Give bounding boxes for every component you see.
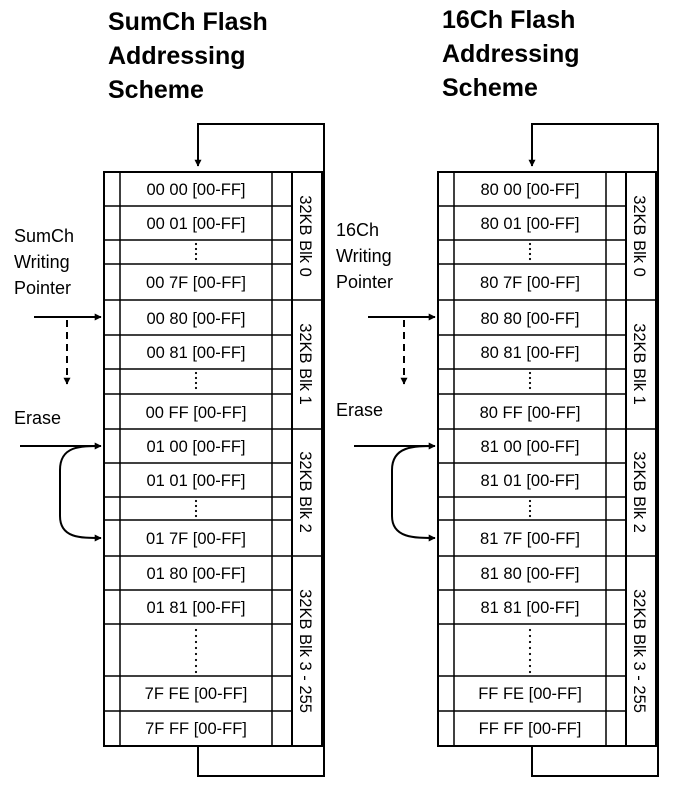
sumch-cell-8: 01 7F [00-FF] — [146, 530, 246, 548]
sumch-block-column — [291, 171, 323, 747]
sumch-erase-range-arrow — [59, 445, 102, 542]
16ch-title-line-2: Addressing — [442, 40, 580, 68]
sumch-cell-1: 00 01 [00-FF] — [146, 215, 245, 233]
16ch-title-line-1: 16Ch Flash — [442, 6, 575, 34]
sumch-cell-12: 7F FF [00-FF] — [145, 720, 247, 738]
sumch-cell-5: 00 FF [00-FF] — [146, 404, 247, 422]
16ch-block-label-0: 32KB Blk 0 — [630, 195, 648, 277]
16ch-erase-label: Erase — [336, 400, 383, 420]
16ch-cell-10: 81 81 [00-FF] — [480, 599, 579, 617]
16ch-cell-3: 80 80 [00-FF] — [480, 310, 579, 328]
sumch-block-label-3: 32KB Blk 3 - 255 — [296, 589, 314, 713]
sumch-cell-6: 01 00 [00-FF] — [146, 438, 245, 456]
16ch-cell-2: 80 7F [00-FF] — [480, 274, 580, 292]
sumch-title-line-3: Scheme — [108, 76, 204, 104]
sumch-cell-4: 00 81 [00-FF] — [146, 344, 245, 362]
sumch-title-line-2: Addressing — [108, 42, 246, 70]
16ch-cell-1: 80 01 [00-FF] — [480, 215, 579, 233]
sumch-title-line-1: SumCh Flash — [108, 8, 268, 36]
sumch-ellipsis-dots — [194, 242, 198, 674]
sumch-pointer-line-2: Writing — [14, 252, 70, 272]
16ch-cell-12: FF FF [00-FF] — [479, 720, 582, 738]
sumch-pointer-line-3: Pointer — [14, 278, 71, 298]
sumch-diagram: SumCh Flash Addressing Scheme — [14, 8, 325, 777]
16ch-erase-range-arrow — [391, 445, 436, 542]
16ch-cell-7: 81 01 [00-FF] — [480, 472, 579, 490]
sumch-cell-7: 01 01 [00-FF] — [146, 472, 245, 490]
sumch-cell-11: 7F FE [00-FF] — [145, 685, 248, 703]
sumch-cell-3: 00 80 [00-FF] — [146, 310, 245, 328]
sumch-cell-10: 01 81 [00-FF] — [146, 599, 245, 617]
16ch-cell-8: 81 7F [00-FF] — [480, 530, 580, 548]
sumch-block-label-1: 32KB Blk 1 — [296, 323, 314, 405]
16ch-cell-5: 80 FF [00-FF] — [480, 404, 581, 422]
16ch-wraparound-arrow — [528, 123, 659, 777]
16ch-cell-6: 81 00 [00-FF] — [480, 438, 579, 456]
16ch-title-line-3: Scheme — [442, 74, 538, 102]
sumch-block-label-2: 32KB Blk 2 — [296, 451, 314, 533]
sumch-erase-label: Erase — [14, 408, 61, 428]
16ch-block-column — [625, 171, 657, 747]
sumch-pointer-line-1: SumCh — [14, 226, 74, 246]
16ch-cell-4: 80 81 [00-FF] — [480, 344, 579, 362]
16ch-memory-frame — [437, 171, 627, 747]
16ch-pointer-line-1: 16Ch — [336, 220, 379, 240]
sumch-wraparound-arrow — [194, 123, 325, 777]
16ch-block-label-2: 32KB Blk 2 — [630, 451, 648, 533]
sumch-memory-frame — [103, 171, 293, 747]
16ch-diagram: 16Ch Flash Addressing Scheme — [336, 6, 659, 777]
16ch-block-label-3: 32KB Blk 3 - 255 — [630, 589, 648, 713]
16ch-pointer-line-3: Pointer — [336, 272, 393, 292]
16ch-cell-9: 81 80 [00-FF] — [480, 565, 579, 583]
sumch-cell-9: 01 80 [00-FF] — [146, 565, 245, 583]
sumch-block-label-0: 32KB Blk 0 — [296, 195, 314, 277]
sumch-cell-0: 00 00 [00-FF] — [146, 181, 245, 199]
16ch-block-label-1: 32KB Blk 1 — [630, 323, 648, 405]
16ch-ellipsis-dots — [528, 242, 532, 674]
sumch-cell-2: 00 7F [00-FF] — [146, 274, 246, 292]
16ch-cell-0: 80 00 [00-FF] — [480, 181, 579, 199]
16ch-pointer-line-2: Writing — [336, 246, 392, 266]
16ch-cell-11: FF FE [00-FF] — [478, 685, 582, 703]
